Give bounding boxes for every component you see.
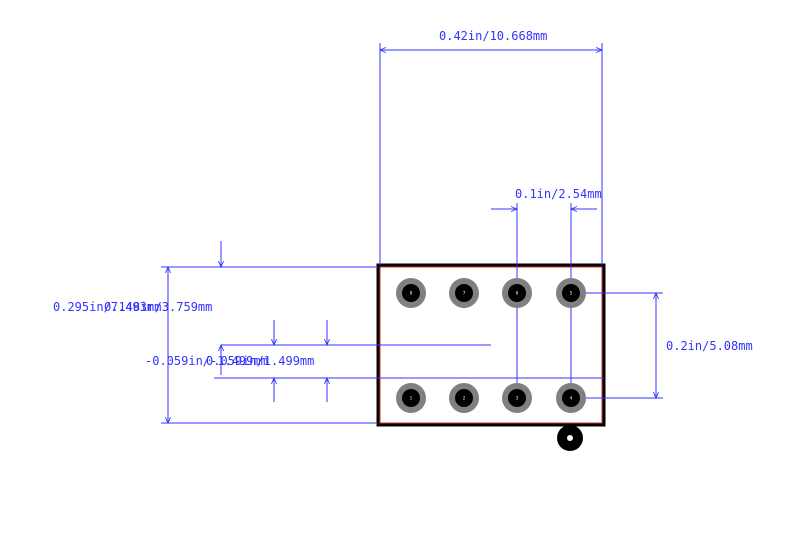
overall-width-dimension [380,43,602,265]
offset-dimension [214,320,604,402]
pad-top-1: 8 [396,278,426,308]
pad-number: 5 [570,291,573,296]
pad-number: 2 [463,396,466,401]
pin-one-indicator [557,425,583,451]
pin-pitch-label: 0.1in/2.54mm [515,187,602,201]
row-spacing-dimension [571,293,663,398]
pad-bottom-2: 2 [449,383,479,413]
pad-bottom-3: 3 [502,383,532,413]
pad-top-4: 5 [556,278,586,308]
overall-height-label: 0.295in/7.493mm [53,300,161,314]
pad-number: 7 [463,291,466,296]
pad-number: 6 [516,291,519,296]
overall-height-overlap-label: 0.148in/3.759mm [104,300,212,314]
offset-a-label: -0.059in/-1.499mm [145,354,268,368]
pad-bottom-4: 4 [556,383,586,413]
row-spacing-label: 0.2in/5.08mm [666,339,753,353]
pad-number: 8 [410,291,413,296]
overall-height-dimension [161,241,491,423]
pad-number: 3 [516,396,519,401]
offset-b-label: 0.059in/1.499mm [206,354,314,368]
pad-bottom-1: 1 [396,383,426,413]
pad-number: 4 [570,396,573,401]
pad-number: 1 [410,396,413,401]
pad-top-3: 6 [502,278,532,308]
pad-top-2: 7 [449,278,479,308]
overall-width-label: 0.42in/10.668mm [439,29,547,43]
